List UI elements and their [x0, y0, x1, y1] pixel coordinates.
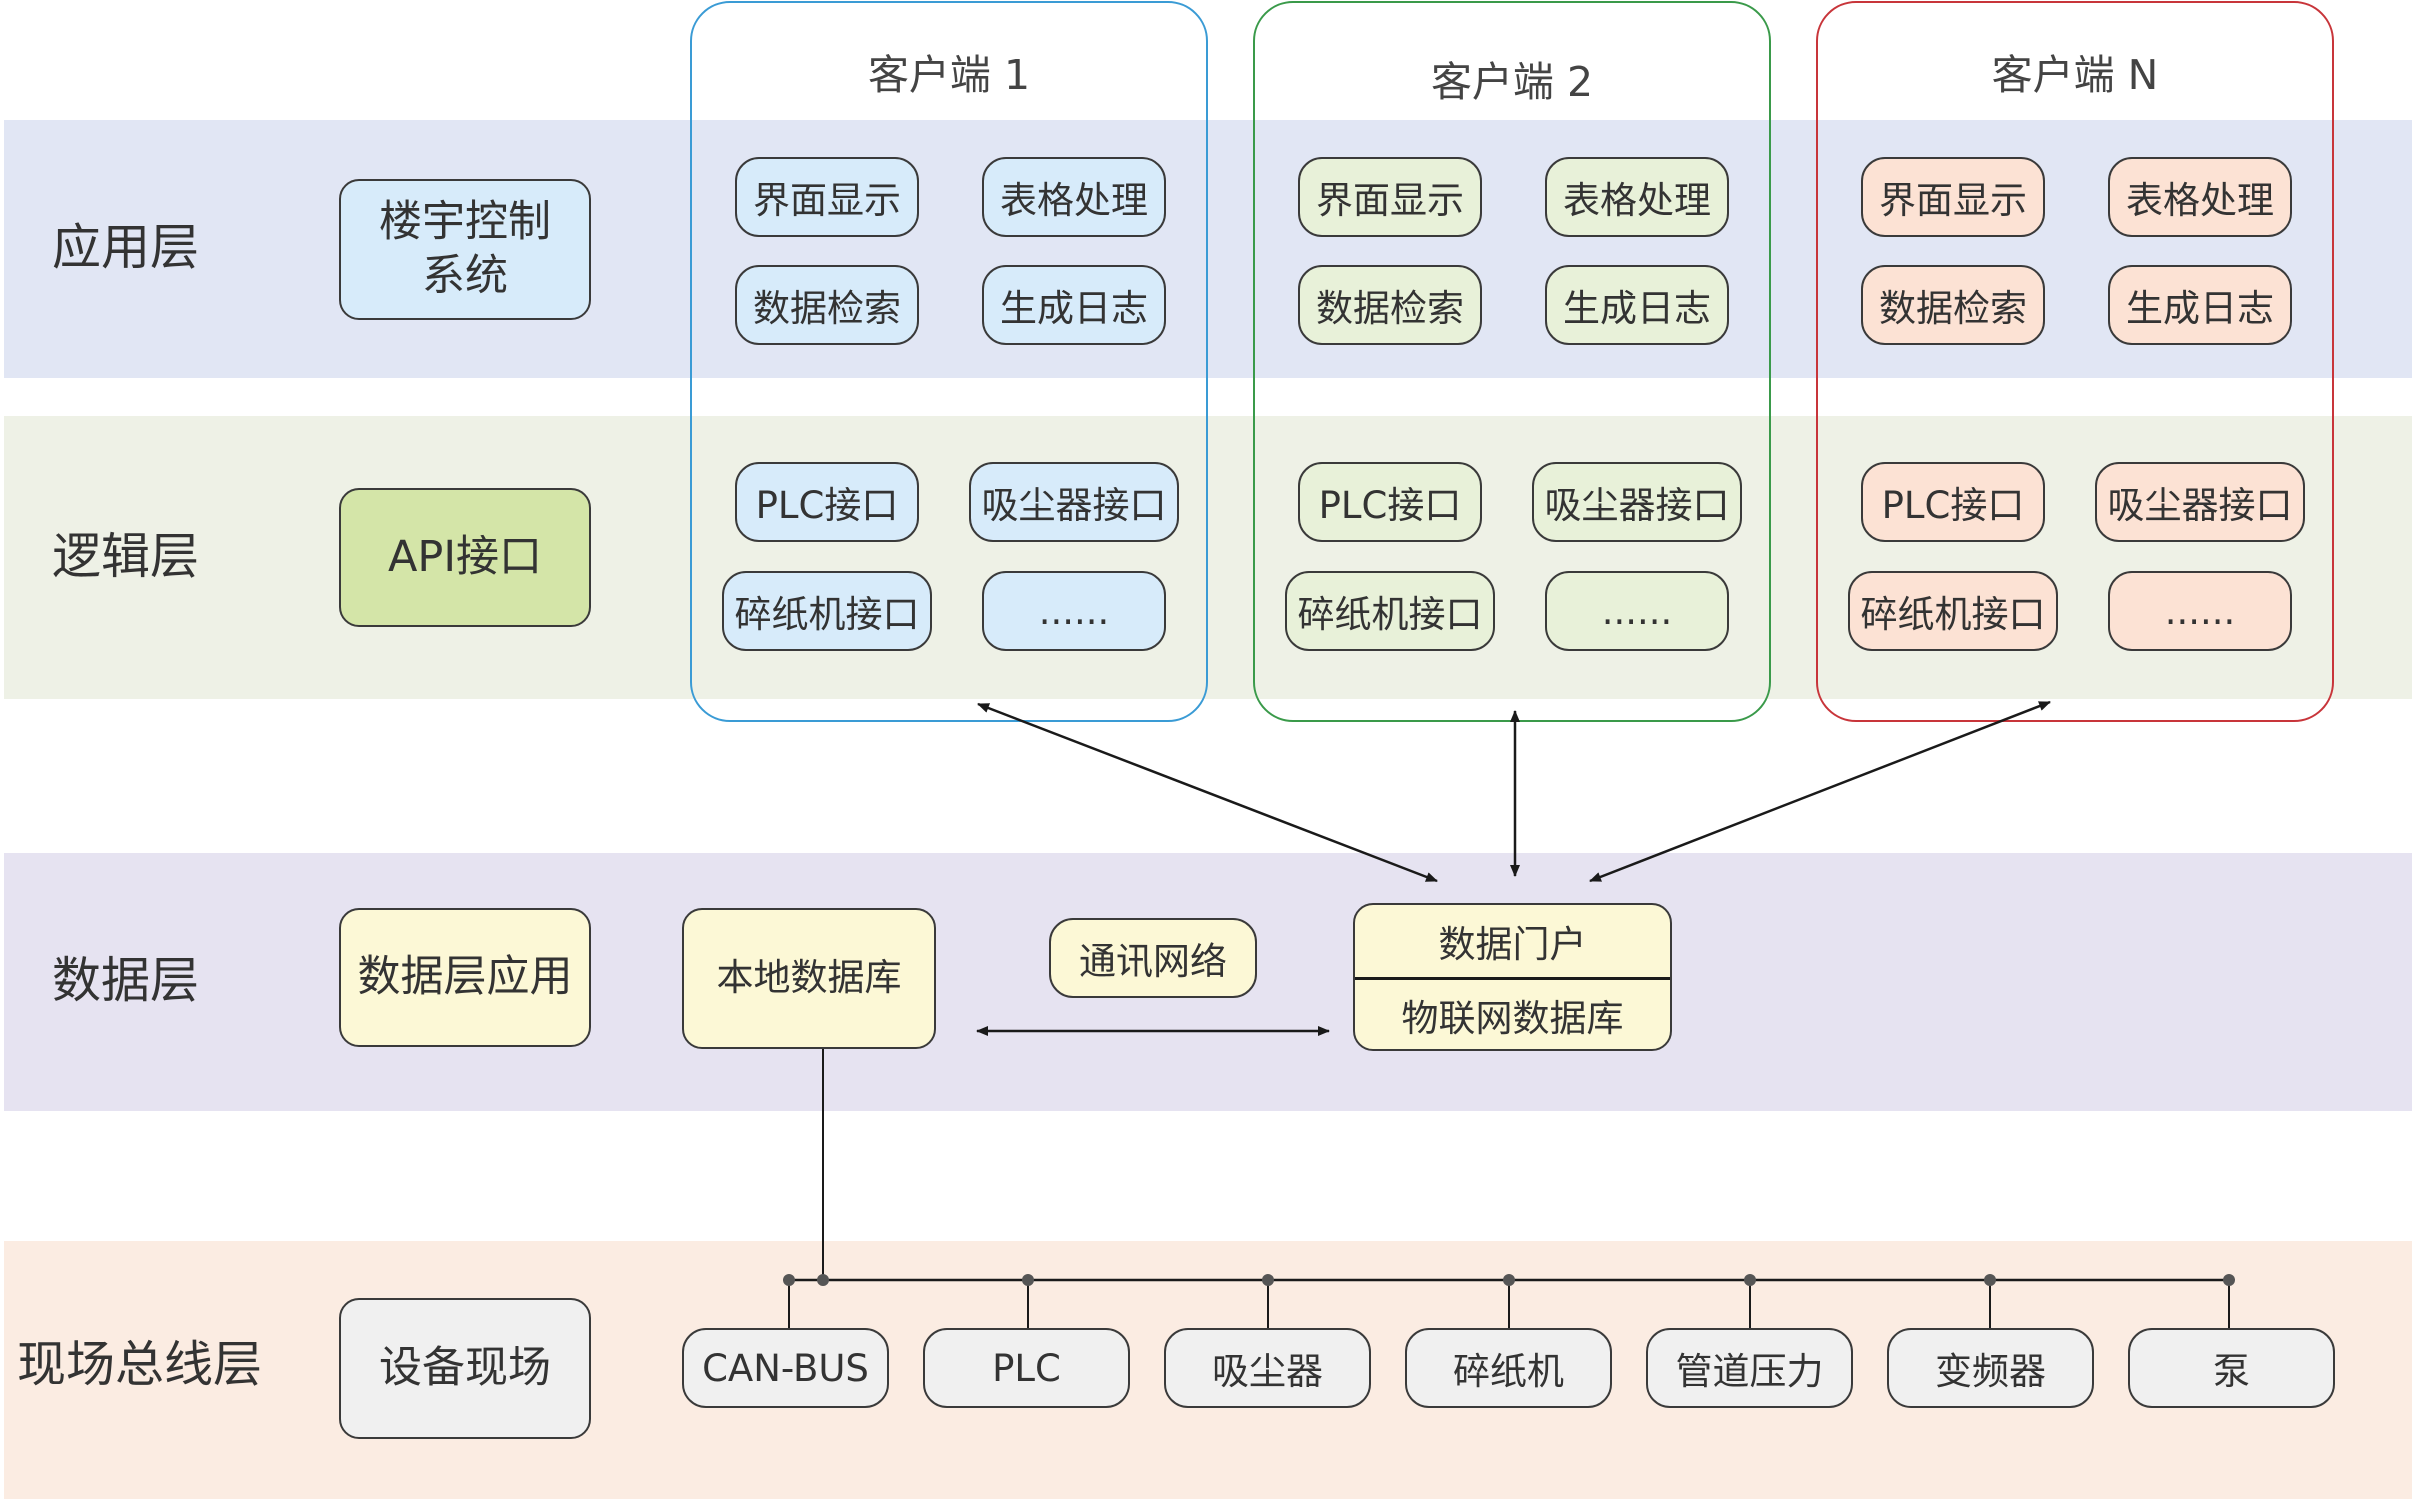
- client-2-panel: 客户端 2 界面显示 表格处理 数据检索 生成日志 PLC接口 吸尘器接口 碎纸…: [1253, 1, 1771, 722]
- client-1-ui-display: 界面显示: [735, 157, 919, 237]
- client-2-data-search: 数据检索: [1298, 265, 1482, 345]
- api-interface-label: API接口: [387, 531, 543, 582]
- layer-label-data: 数据层: [52, 952, 200, 1009]
- device-pipe-pressure: 管道压力: [1646, 1328, 1853, 1408]
- client-2-vacuum-interface: 吸尘器接口: [1532, 462, 1742, 542]
- client-2-generate-log: 生成日志: [1545, 265, 1729, 345]
- client-1-title: 客户端 1: [867, 51, 1031, 99]
- client-n-data-search: 数据检索: [1861, 265, 2045, 345]
- client-2-plc-interface: PLC接口: [1298, 462, 1482, 542]
- client-1-shredder-interface: 碎纸机接口: [722, 571, 932, 651]
- client-n-more-interfaces: ......: [2108, 571, 2292, 651]
- client-n-panel: 客户端 N 界面显示 表格处理 数据检索 生成日志 PLC接口 吸尘器接口 碎纸…: [1816, 1, 2334, 722]
- client-1-plc-interface: PLC接口: [735, 462, 919, 542]
- building-control-system-box: 楼宇控制 系统: [339, 179, 591, 320]
- client-2-table-processing: 表格处理: [1545, 157, 1729, 237]
- device-pump: 泵: [2128, 1328, 2335, 1408]
- client-2-ui-display: 界面显示: [1298, 157, 1482, 237]
- client-2-more-interfaces: ......: [1545, 571, 1729, 651]
- data-layer-app-label: 数据层应用: [357, 951, 573, 1002]
- local-database-box: 本地数据库: [682, 908, 936, 1049]
- communication-network-label: 通讯网络: [1049, 918, 1257, 998]
- client-n-vacuum-interface: 吸尘器接口: [2095, 462, 2305, 542]
- client-n-plc-interface: PLC接口: [1861, 462, 2045, 542]
- device-vacuum: 吸尘器: [1164, 1328, 1371, 1408]
- arrow-client-1-to-portal: [977, 702, 1438, 883]
- iot-database-label: 物联网数据库: [1401, 996, 1624, 1040]
- data-portal-divider: [1355, 977, 1670, 980]
- bus-junction-dots: [783, 1274, 2235, 1286]
- client-n-shredder-interface: 碎纸机接口: [1848, 571, 2058, 651]
- client-n-generate-log: 生成日志: [2108, 265, 2292, 345]
- device-plc: PLC: [923, 1328, 1130, 1408]
- layer-label-application: 应用层: [52, 219, 200, 276]
- device-can-bus: CAN-BUS: [682, 1328, 889, 1408]
- local-database-label: 本地数据库: [716, 956, 902, 1000]
- client-n-title: 客户端 N: [1991, 51, 2159, 99]
- arrow-client-n-to-portal: [1589, 700, 2051, 883]
- layer-label-field-bus: 现场总线层: [17, 1336, 263, 1393]
- api-interface-box: API接口: [339, 488, 591, 627]
- data-layer-app-box: 数据层应用: [339, 908, 591, 1047]
- client-2-title: 客户端 2: [1430, 58, 1594, 106]
- client-1-more-interfaces: ......: [982, 571, 1166, 651]
- device-field-label: 设备现场: [379, 1342, 551, 1393]
- client-1-vacuum-interface: 吸尘器接口: [969, 462, 1179, 542]
- client-1-panel: 客户端 1 界面显示 表格处理 数据检索 生成日志 PLC接口 吸尘器接口 碎纸…: [690, 1, 1208, 722]
- client-n-table-processing: 表格处理: [2108, 157, 2292, 237]
- device-field-box: 设备现场: [339, 1298, 591, 1439]
- client-1-data-search: 数据检索: [735, 265, 919, 345]
- device-shredder: 碎纸机: [1405, 1328, 1612, 1408]
- device-frequency-converter: 变频器: [1887, 1328, 2094, 1408]
- client-1-generate-log: 生成日志: [982, 265, 1166, 345]
- client-1-table-processing: 表格处理: [982, 157, 1166, 237]
- bus-drop-lines: [788, 1280, 2230, 1328]
- client-2-shredder-interface: 碎纸机接口: [1285, 571, 1495, 651]
- building-control-system-label: 楼宇控制 系统: [379, 196, 551, 301]
- client-n-ui-display: 界面显示: [1861, 157, 2045, 237]
- layer-label-logic: 逻辑层: [52, 528, 200, 585]
- data-portal-box: 数据门户 物联网数据库: [1353, 903, 1672, 1051]
- data-portal-label: 数据门户: [1438, 923, 1587, 966]
